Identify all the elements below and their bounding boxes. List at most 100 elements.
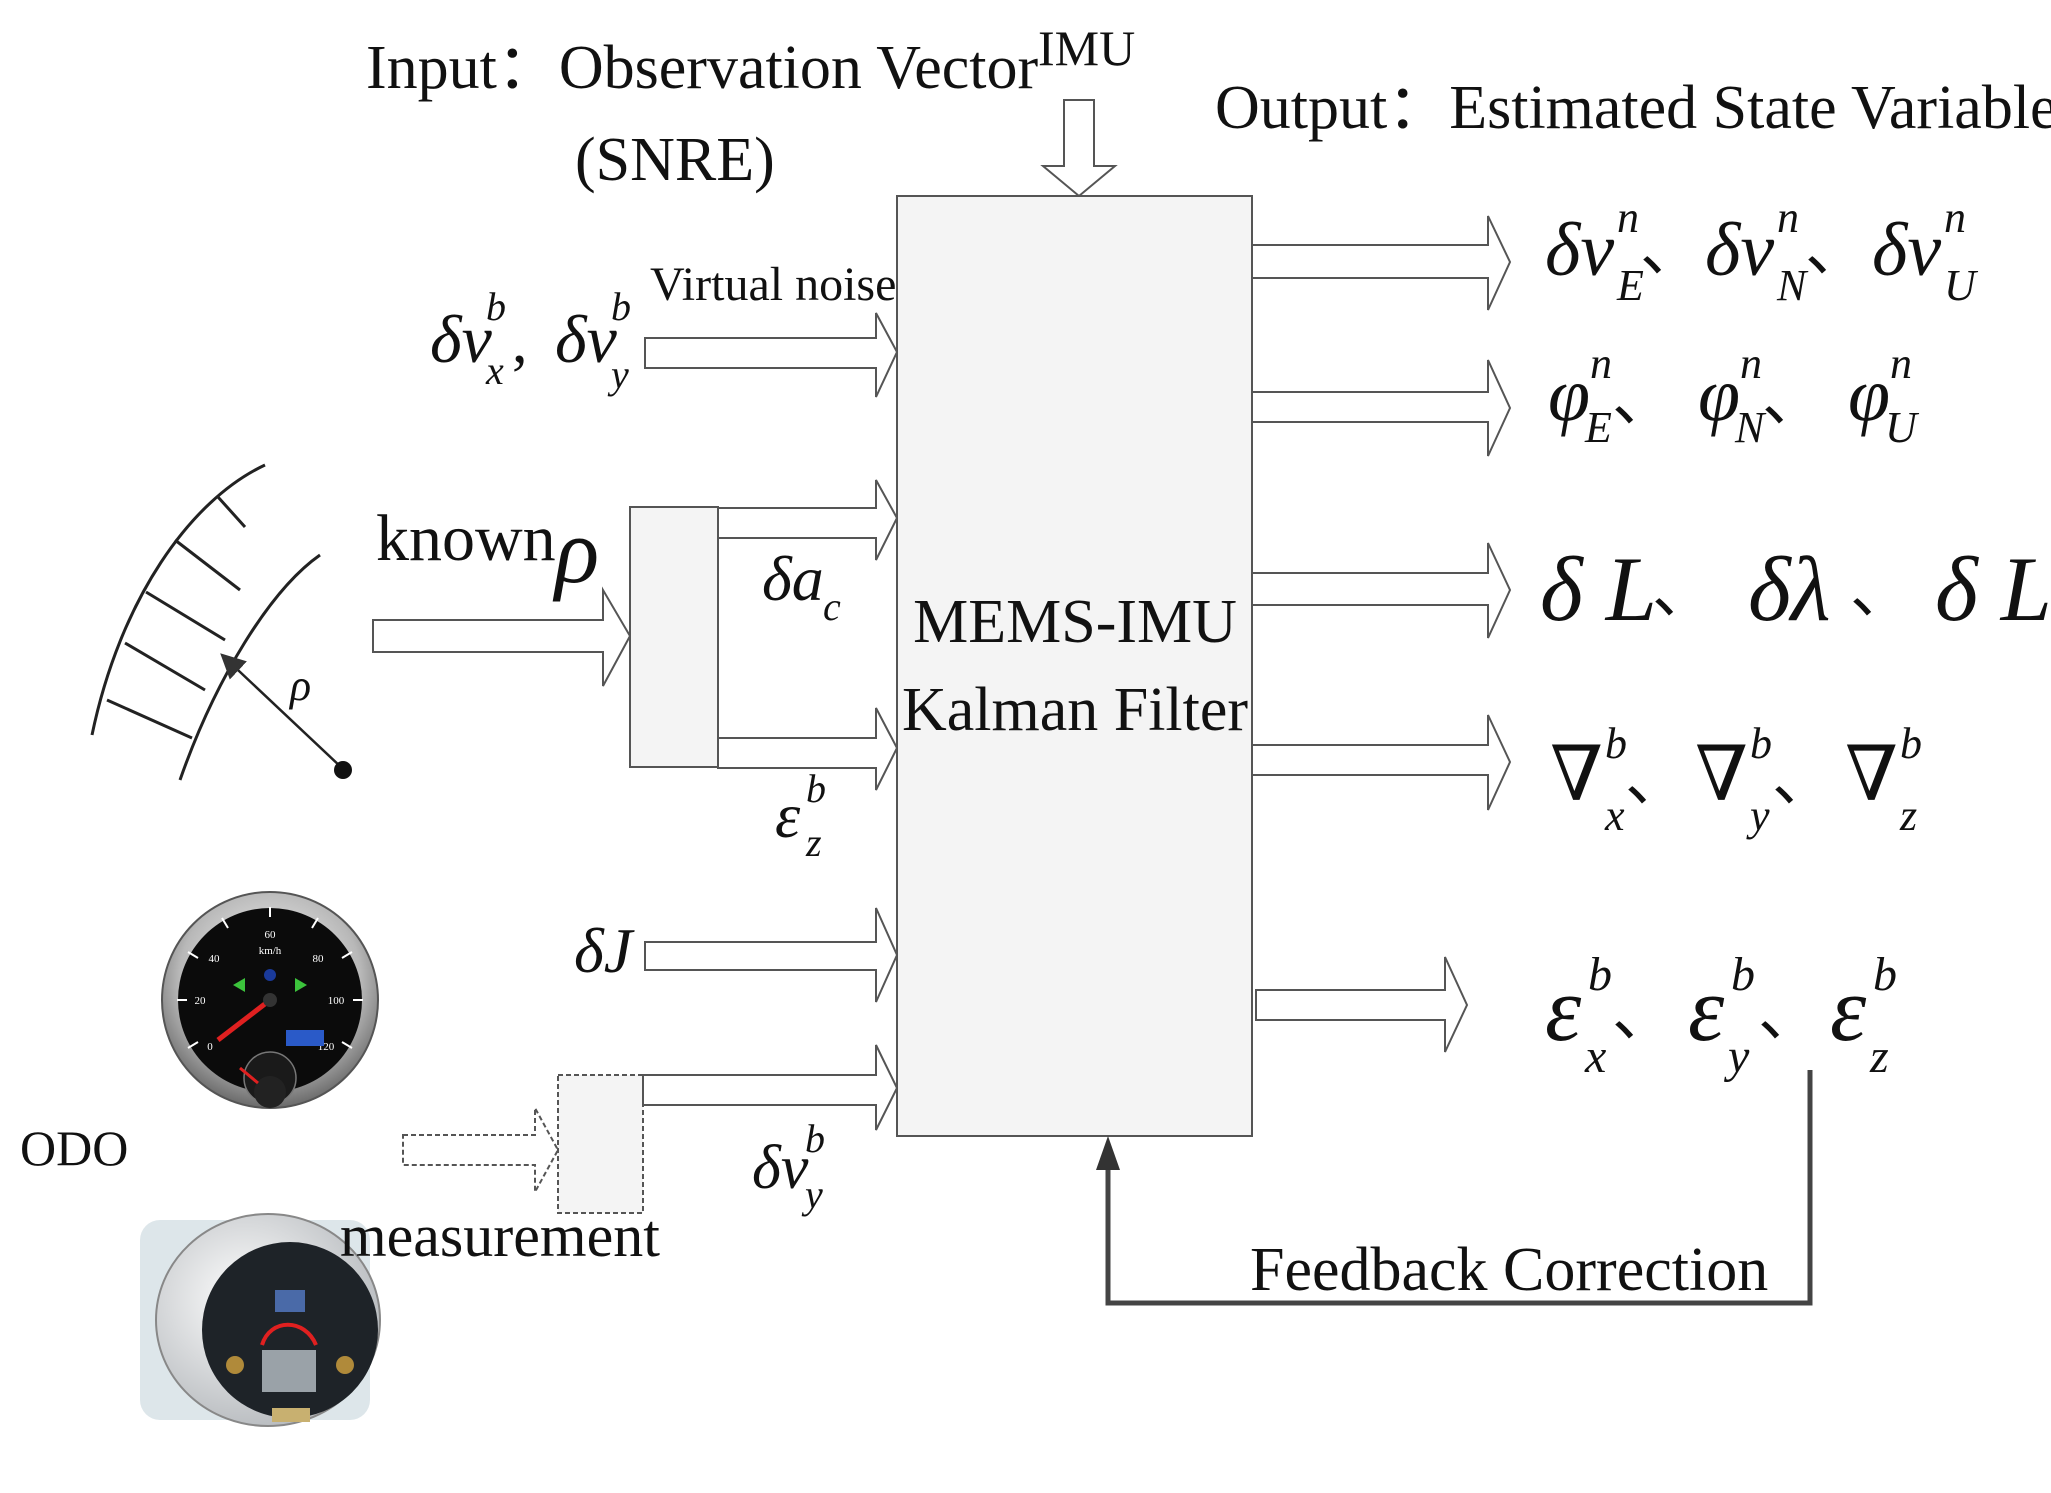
svg-text:z: z <box>805 820 822 865</box>
svg-text:φ: φ <box>1848 353 1890 437</box>
input-label: Input：Observation Vector <box>366 34 1038 102</box>
arrow-dv-xy <box>644 312 899 398</box>
svg-text:δv: δv <box>1545 208 1614 292</box>
kalman-filter-box <box>896 195 1253 1137</box>
svg-text:δv: δv <box>1705 208 1774 292</box>
svg-text:、: 、 <box>1640 216 1702 284</box>
svg-text:b: b <box>1750 719 1772 768</box>
input-da-c: δa c <box>762 543 841 629</box>
svg-text:0: 0 <box>207 1041 213 1053</box>
svg-text:y: y <box>1746 791 1770 840</box>
arrow-da-c <box>717 479 899 561</box>
svg-text:n: n <box>1617 193 1639 242</box>
svg-text:b: b <box>1900 719 1922 768</box>
track-rho-label: ρ <box>288 661 311 710</box>
svg-text:b: b <box>805 1116 825 1161</box>
feedback-line <box>1105 1070 1813 1306</box>
svg-text:E: E <box>1616 261 1644 310</box>
svg-text:∇: ∇ <box>1845 733 1898 817</box>
svg-text:U: U <box>1944 261 1979 310</box>
svg-text:δv: δv <box>752 1134 809 1202</box>
svg-text:b: b <box>1873 948 1897 1001</box>
svg-text:y: y <box>801 1172 823 1217</box>
input-sub-label: (SNRE) <box>575 126 775 194</box>
svg-text:、: 、 <box>1758 981 1820 1049</box>
svg-text:n: n <box>1890 339 1912 388</box>
svg-text:、: 、 <box>1762 366 1824 434</box>
svg-text:E: E <box>1584 403 1612 452</box>
svg-text:80: 80 <box>313 953 325 965</box>
output-label: Output：Estimated State Variables <box>1215 74 2051 142</box>
svg-text:、: 、 <box>1612 981 1674 1049</box>
output-attitude-errors: φ n E 、 φ n N 、 φ n U <box>1548 339 1920 452</box>
feedback-label: Feedback Correction <box>1250 1236 1768 1304</box>
svg-text:z: z <box>1899 791 1917 840</box>
arrow-measurement <box>402 1107 560 1193</box>
svg-text:∇: ∇ <box>1550 733 1603 817</box>
dv-y-sub: y <box>607 352 629 397</box>
svg-text:n: n <box>1944 193 1966 242</box>
svg-text:、: 、 <box>1772 746 1834 814</box>
arrow-dvy <box>642 1044 899 1131</box>
svg-text:、: 、 <box>1850 558 1912 626</box>
odo-label: ODO <box>20 1120 128 1176</box>
svg-text:b: b <box>1588 948 1612 1001</box>
arrow-dJ <box>644 907 899 1003</box>
virtual-noise-label: Virtual noise <box>650 258 896 311</box>
dv-sep: , <box>512 308 528 376</box>
svg-text:δ L: δ L <box>1540 538 1657 640</box>
arrow-out-attitude <box>1251 359 1512 457</box>
imu-arrow <box>1040 99 1118 198</box>
output-gyro-biases: ε b x 、 ε b y 、 ε b z <box>1545 948 1897 1083</box>
svg-text:40: 40 <box>209 953 221 965</box>
svg-text:φ: φ <box>1698 353 1740 437</box>
dv-y-sup: b <box>611 284 631 329</box>
svg-text:n: n <box>1777 193 1799 242</box>
known-label: known <box>376 502 556 575</box>
dv-x-symbol: δv <box>430 301 493 377</box>
arrow-known-rho <box>372 586 632 687</box>
svg-text:N: N <box>1776 261 1809 310</box>
arrow-out-gyro-bias <box>1255 956 1469 1053</box>
svg-text:100: 100 <box>328 995 345 1007</box>
output-accel-biases: ∇ b x 、 ∇ b y 、 ∇ b z <box>1550 719 1922 840</box>
svg-text:U: U <box>1885 403 1920 452</box>
arrow-out-position <box>1251 542 1512 639</box>
curved-track-diagram <box>90 463 343 781</box>
svg-text:N: N <box>1734 403 1767 452</box>
svg-text:、: 、 <box>1612 366 1674 434</box>
svg-text:x: x <box>1584 1030 1606 1083</box>
output-velocity-errors: δv n E 、 δv n N 、 δv n U <box>1545 193 1979 310</box>
svg-text:b: b <box>806 766 826 811</box>
svg-text:n: n <box>1740 339 1762 388</box>
svg-text:ε: ε <box>1545 958 1582 1060</box>
arrow-out-velocity <box>1251 215 1512 311</box>
measurement-label: measurement <box>340 1203 660 1269</box>
svg-text:φ: φ <box>1548 353 1590 437</box>
svg-text:n: n <box>1590 339 1612 388</box>
svg-text:60: 60 <box>265 929 277 941</box>
svg-text:ε: ε <box>1830 958 1867 1060</box>
svg-text:20: 20 <box>195 995 207 1007</box>
input-dv-xy: δv b x , δv b y <box>430 284 631 397</box>
input-eps-z: ε b z <box>775 766 826 865</box>
arrow-eps-z <box>717 707 899 791</box>
arrow-out-accel-bias <box>1251 714 1512 811</box>
svg-text:km/h: km/h <box>259 945 282 957</box>
rho-splitter-block <box>629 506 719 768</box>
speedometer-image: 0 20 40 60 80 100 120 km/h <box>161 891 379 1109</box>
odometer-back-image <box>140 1213 381 1427</box>
known-rho-symbol: ρ <box>552 500 599 602</box>
svg-text:ε: ε <box>775 780 801 851</box>
svg-text:δv: δv <box>1872 208 1941 292</box>
filter-title-line1: MEMS-IMU <box>913 588 1237 656</box>
svg-text:∇: ∇ <box>1695 733 1748 817</box>
dv-x-sup: b <box>486 284 506 329</box>
measurement-block <box>557 1074 644 1214</box>
imu-label: IMU <box>1038 20 1135 76</box>
svg-text:c: c <box>823 584 841 629</box>
dv-y-symbol: δv <box>555 301 618 377</box>
dv-x-sub: x <box>485 348 504 393</box>
track-center-point <box>334 761 352 779</box>
